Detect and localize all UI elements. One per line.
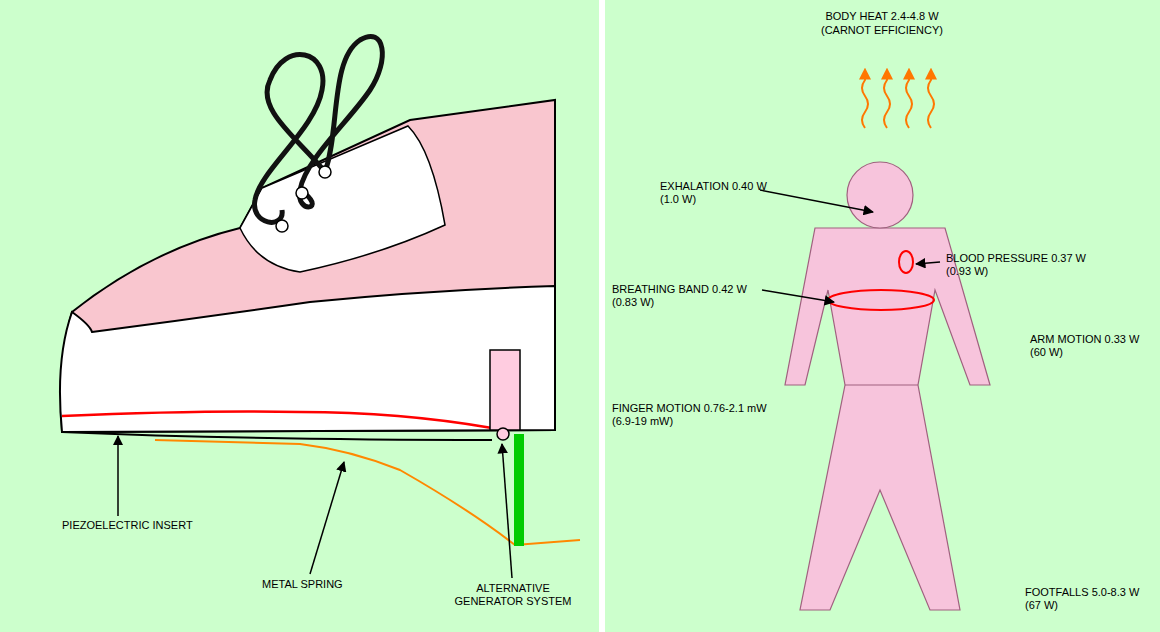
leader-line — [310, 462, 344, 574]
label: BLOOD PRESSURE 0.37 W — [946, 252, 1086, 265]
heat-arrow — [928, 70, 934, 128]
generator-hub — [497, 428, 509, 440]
label: ALTERNATIVE GENERATOR SYSTEM — [452, 582, 574, 608]
human-body — [785, 228, 990, 610]
heart — [899, 251, 913, 273]
breathing-band — [828, 290, 934, 310]
label: FINGER MOTION 0.76-2.1 mW — [612, 402, 767, 415]
label: EXHALATION 0.40 W — [660, 180, 767, 193]
leader-line — [762, 290, 834, 302]
leader-line — [760, 190, 873, 212]
shoe-sole — [60, 286, 555, 432]
label: (0.83 W) — [612, 296, 654, 309]
right-panel — [605, 0, 1160, 632]
heat-arrow — [862, 70, 868, 128]
label: BODY HEAT 2.4-4.8 W — [825, 10, 938, 23]
eyelet — [296, 187, 308, 199]
eyelet — [319, 166, 331, 178]
label: (60 W) — [1030, 346, 1063, 359]
left-panel — [0, 0, 599, 632]
generator-housing — [490, 350, 520, 430]
eyelet — [276, 220, 288, 232]
label: (0.93 W) — [946, 265, 988, 278]
shoe-tongue — [240, 126, 445, 272]
label: PIEZOELECTRIC INSERT — [62, 519, 193, 532]
human-head — [847, 162, 913, 228]
heat-arrow — [906, 70, 912, 128]
label: BREATHING BAND 0.42 W — [612, 283, 747, 296]
shoe-lace — [300, 36, 383, 207]
hip-line — [845, 384, 918, 385]
generator-rod — [514, 434, 524, 546]
label: (67 W) — [1025, 599, 1058, 612]
label: (1.0 W) — [660, 193, 696, 206]
label: (CARNOT EFFICIENCY) — [821, 24, 943, 37]
heat-arrow — [884, 70, 890, 128]
piezo-insert — [62, 412, 492, 429]
label: METAL SPRING — [262, 578, 343, 591]
label: (6.9-19 mW) — [612, 415, 673, 428]
label: FOOTFALLS 5.0-8.3 W — [1025, 586, 1139, 599]
label: ARM MOTION 0.33 W — [1030, 333, 1139, 346]
leader-line — [916, 262, 940, 264]
leader-line — [502, 444, 512, 578]
leader-line — [117, 436, 119, 516]
outsole-line — [62, 432, 492, 440]
shoe-lace — [255, 55, 325, 223]
